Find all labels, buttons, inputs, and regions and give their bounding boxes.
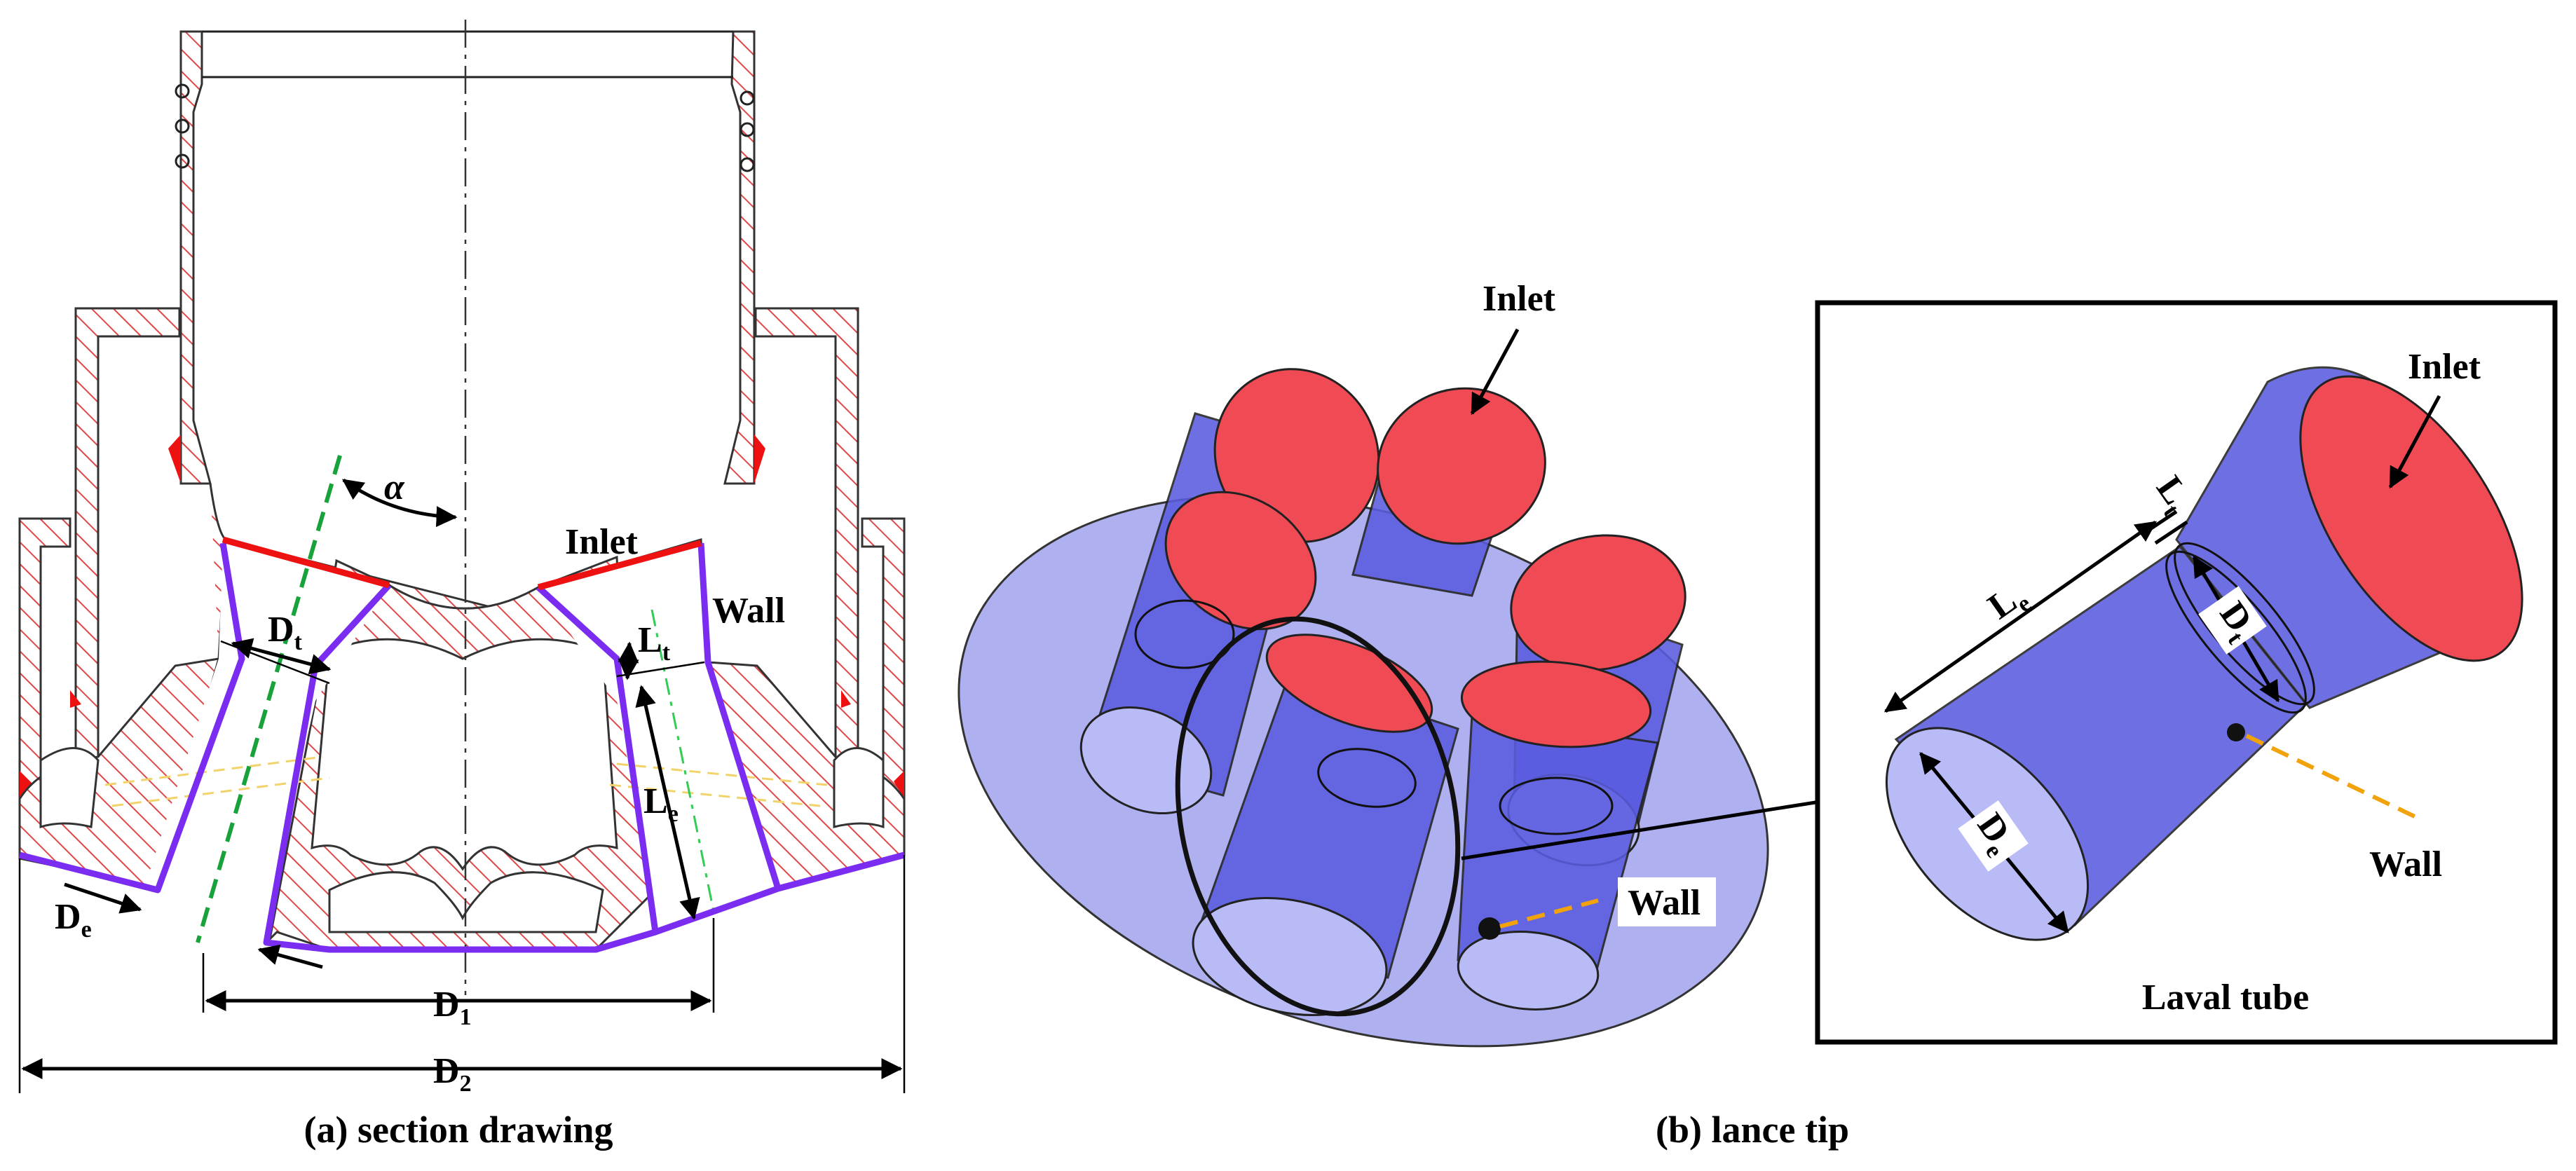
inlet-cap-2 xyxy=(1377,387,1546,545)
lance-tip: Wall Inlet (b) lance tip xyxy=(958,279,1849,1151)
inlet-cap-6 xyxy=(1460,660,1652,748)
inlet-cap-3 xyxy=(1510,534,1686,671)
highlight-ellipse xyxy=(1175,616,1461,1017)
inlet-line-left xyxy=(222,536,390,589)
upper-pipe-right-wall xyxy=(723,30,756,485)
wall-boundary xyxy=(18,542,245,893)
inlet-line-right xyxy=(537,540,702,591)
alpha-label: α xyxy=(384,467,405,507)
web-cavity xyxy=(311,638,618,871)
wall-label-a: Wall xyxy=(712,591,785,631)
upper-pipe-left-wall xyxy=(179,30,212,485)
inset-inlet-cap xyxy=(2299,375,2523,662)
le-label-a: Le xyxy=(643,781,679,827)
caption-b: (b) lance tip xyxy=(1656,1109,1849,1151)
inlet-cap-4 xyxy=(1164,491,1317,631)
inset-inlet-label: Inlet xyxy=(2408,347,2481,387)
inlet-label-b: Inlet xyxy=(1483,279,1556,319)
wall-label-b: Wall xyxy=(1628,883,1701,923)
inset-wall-label: Wall xyxy=(2369,844,2442,884)
section-drawing: α Inlet Wall Dt Lt Le De D1 D2 (a) secti… xyxy=(18,20,906,1151)
inlet-cap-5 xyxy=(1265,634,1433,733)
inlet-label-a: Inlet xyxy=(565,522,639,562)
lt-label-a: Lt xyxy=(638,620,671,666)
laval-tube-inset: Wall Inlet Le Lt Dt De Laval tube xyxy=(1815,300,2558,1045)
de-label-a: De xyxy=(55,897,92,943)
inset-title: Laval tube xyxy=(2142,978,2309,1018)
caption-a: (a) section drawing xyxy=(304,1109,613,1151)
d1-label: D1 xyxy=(433,985,472,1030)
d2-label: D2 xyxy=(433,1051,472,1097)
dt-label-a: Dt xyxy=(268,610,303,655)
